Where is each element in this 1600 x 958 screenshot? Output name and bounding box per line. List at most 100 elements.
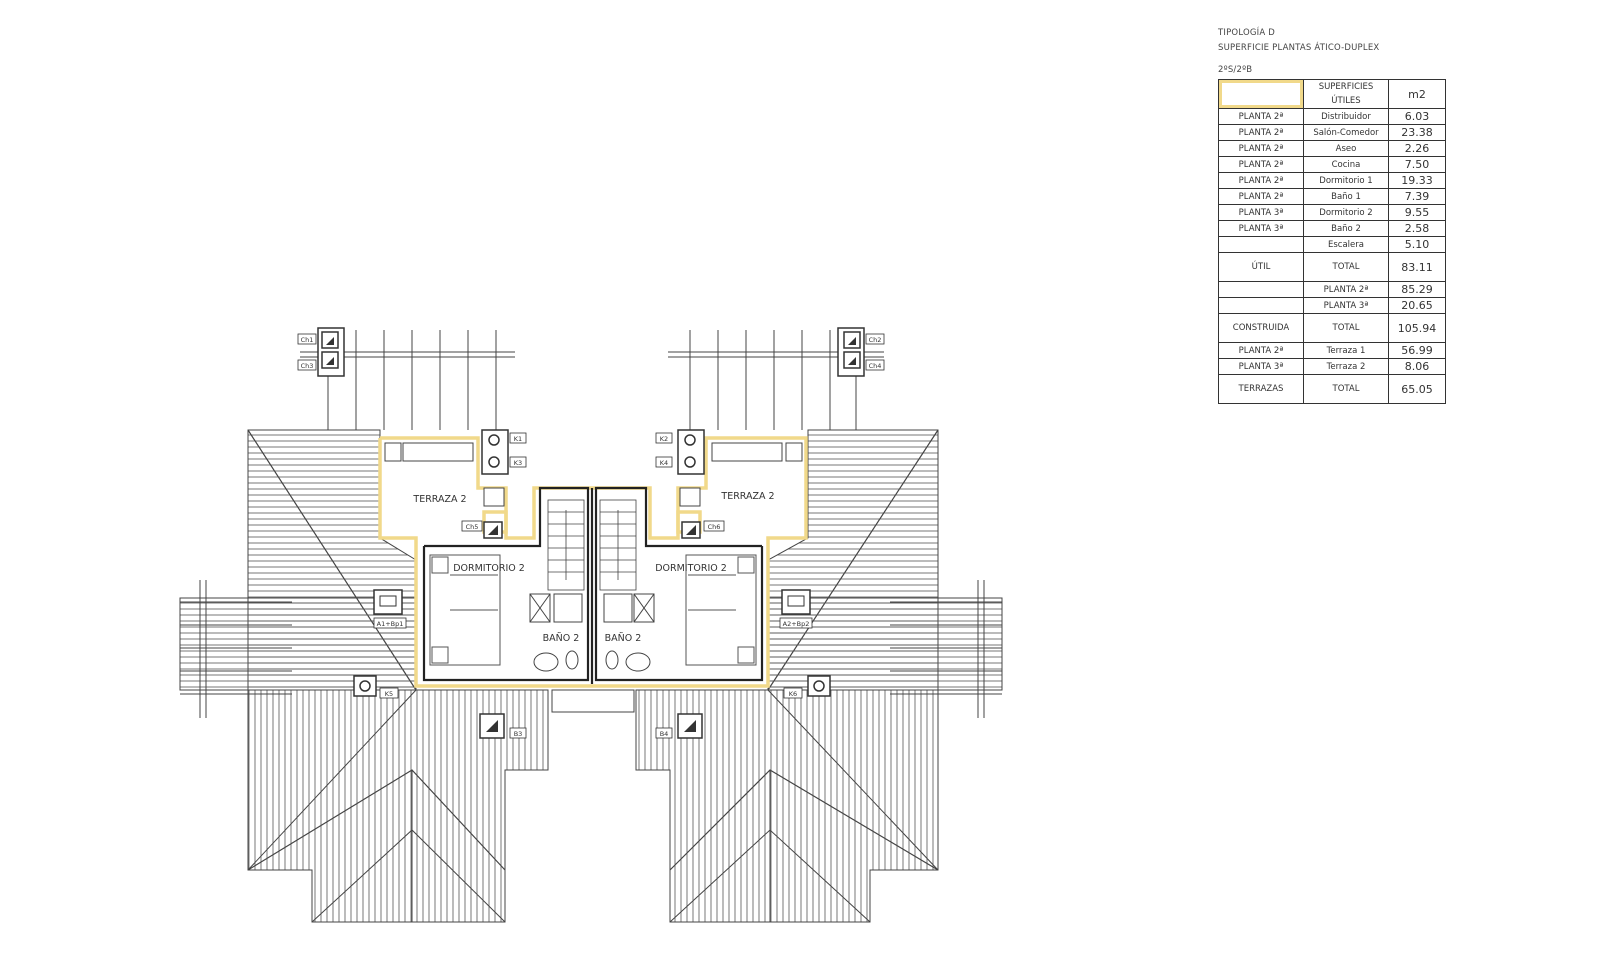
header-surfaces: SUPERFICIES ÚTILES	[1303, 79, 1389, 109]
row-room: Baño 2	[1303, 220, 1389, 237]
terrace-area: 8.06	[1388, 358, 1446, 375]
tag-ch1: Ch1	[301, 336, 314, 344]
pergola-side-left	[180, 580, 292, 718]
row-floor: PLANTA 2ª	[1218, 124, 1304, 141]
row-floor: PLANTA 2ª	[1218, 108, 1304, 125]
row-floor: PLANTA 3ª	[1218, 220, 1304, 237]
tag-b4: B4	[660, 730, 669, 738]
row-area: 7.50	[1388, 156, 1446, 173]
room-bath-right: BAÑO 2	[605, 633, 642, 644]
row-floor: PLANTA 3ª	[1218, 204, 1304, 221]
util-total-m2: 83.11	[1388, 252, 1446, 282]
row-floor: PLANTA 2ª	[1218, 188, 1304, 205]
row-floor	[1218, 236, 1304, 253]
row-area: 9.55	[1388, 204, 1446, 221]
terrace-total-total: TOTAL	[1303, 374, 1389, 404]
row-area: 19.33	[1388, 172, 1446, 189]
terrace-area: 56.99	[1388, 342, 1446, 359]
tag-k5: K5	[385, 690, 393, 698]
tag-k6: K6	[789, 690, 797, 698]
row-room: Dormitorio 2	[1303, 204, 1389, 221]
tag-k3: K3	[514, 459, 522, 467]
header-m2: m2	[1388, 79, 1446, 109]
tag-ch4: Ch4	[869, 362, 882, 370]
row-room: Escalera	[1303, 236, 1389, 253]
duct-markers	[317, 327, 865, 739]
room-bath-left: BAÑO 2	[543, 633, 580, 644]
room-terrace-left: TERRAZA 2	[412, 494, 466, 505]
row-area: 2.58	[1388, 220, 1446, 237]
terrace-floor: PLANTA 2ª	[1218, 342, 1304, 359]
row-room: Cocina	[1303, 156, 1389, 173]
stairs	[547, 499, 637, 591]
row-floor: PLANTA 2ª	[1218, 140, 1304, 157]
row-room: Salón-Comedor	[1303, 124, 1389, 141]
tag-k4: K4	[660, 459, 668, 467]
row-area: 23.38	[1388, 124, 1446, 141]
built-area: 20.65	[1388, 297, 1446, 314]
tag-ch5: Ch5	[466, 523, 479, 531]
tag-b3: B3	[514, 730, 523, 738]
row-room: Baño 1	[1303, 188, 1389, 205]
terrace-total-m2: 65.05	[1388, 374, 1446, 404]
tag-ch6: Ch6	[708, 523, 721, 531]
terrace-room: Terraza 1	[1303, 342, 1389, 359]
row-room: Dormitorio 1	[1303, 172, 1389, 189]
util-total-label: ÚTIL	[1218, 252, 1304, 282]
tag-ch2: Ch2	[869, 336, 882, 344]
built-total-total: TOTAL	[1303, 313, 1389, 343]
terrace-total-label: TERRAZAS	[1218, 374, 1304, 404]
bath-fixtures	[529, 593, 655, 672]
walls	[422, 486, 764, 684]
tag-a2: A2+Bp2	[783, 620, 810, 628]
built-floor	[1218, 297, 1304, 314]
row-floor: PLANTA 2ª	[1218, 172, 1304, 189]
room-bedroom-left: DORMITORIO 2	[453, 563, 525, 574]
util-total-total: TOTAL	[1303, 252, 1389, 282]
built-floor	[1218, 281, 1304, 298]
row-area: 6.03	[1388, 108, 1446, 125]
terrace-floor: PLANTA 3ª	[1218, 358, 1304, 375]
row-area: 7.39	[1388, 188, 1446, 205]
terrace-room: Terraza 2	[1303, 358, 1389, 375]
room-terrace-right: TERRAZA 2	[720, 491, 774, 502]
built-area: 85.29	[1388, 281, 1446, 298]
row-room: Aseo	[1303, 140, 1389, 157]
room-bedroom-right: DORMITORIO 2	[655, 563, 727, 574]
header-empty-highlight	[1218, 79, 1304, 109]
row-floor: PLANTA 2ª	[1218, 156, 1304, 173]
row-room: Distribuidor	[1303, 108, 1389, 125]
tag-k2: K2	[660, 435, 668, 443]
built-room: PLANTA 3ª	[1303, 297, 1389, 314]
tipologia-title: TIPOLOGÍA D	[1218, 28, 1275, 38]
built-room: PLANTA 2ª	[1303, 281, 1389, 298]
superficie-title: SUPERFICIE PLANTAS ÁTICO-DUPLEX	[1218, 43, 1380, 53]
built-total-m2: 105.94	[1388, 313, 1446, 343]
tag-a1: A1+Bp1	[377, 620, 404, 628]
tag-k1: K1	[514, 435, 522, 443]
table-header-row: SUPERFICIES ÚTILES m2	[1218, 79, 1446, 109]
pergola-side-right	[890, 580, 1002, 718]
built-total-label: CONSTRUIDA	[1218, 313, 1304, 343]
beds	[429, 554, 757, 666]
row-area: 5.10	[1388, 236, 1446, 253]
units-label: 2ºS/2ºB	[1218, 65, 1253, 75]
row-area: 2.26	[1388, 140, 1446, 157]
